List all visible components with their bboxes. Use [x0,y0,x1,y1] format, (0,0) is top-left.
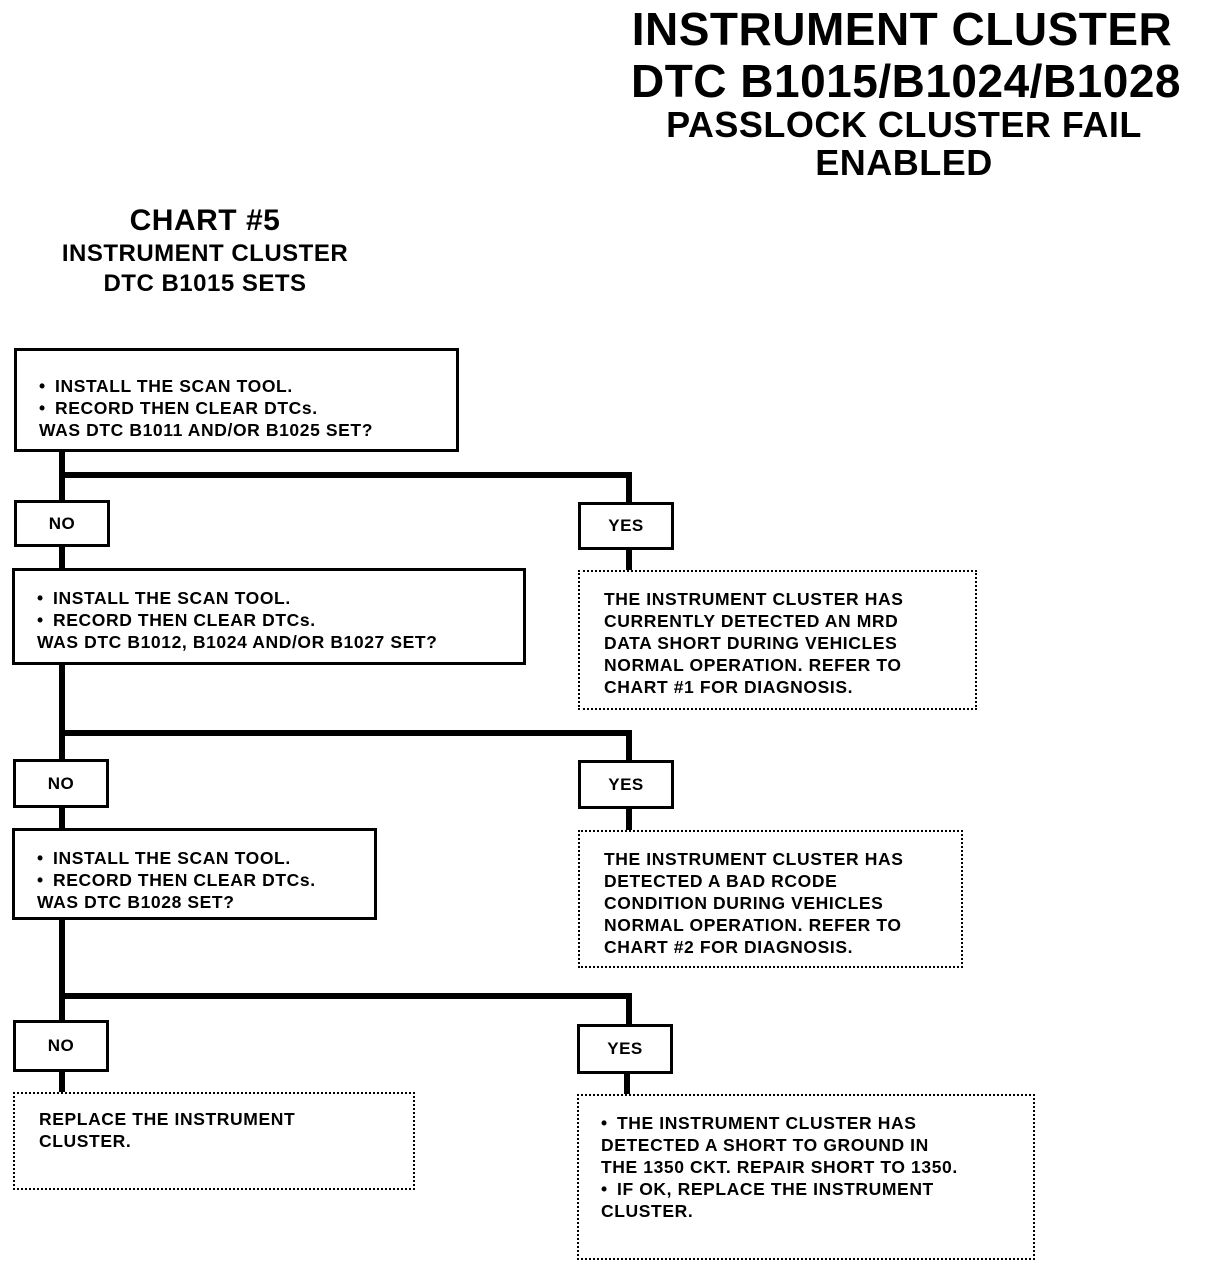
header-title-line2: DTC B1015/B1024/B1028 [630,55,1182,107]
connector-line [626,472,632,502]
result3-bullet1-line: THE INSTRUMENT CLUSTER HAS [617,1113,917,1133]
result2-line: CONDITION DURING VEHICLES [604,893,884,913]
connector-line [59,472,632,478]
no-label-3: NO [13,1020,109,1072]
connector-line [626,730,632,760]
connector-line [59,730,632,736]
result3-bullet1-line: THE 1350 CKT. REPAIR SHORT TO 1350. [601,1157,958,1177]
no-label-2: NO [13,759,109,808]
header-subtitle-line4: ENABLED [815,142,993,183]
chart-subtitle-2: DTC B1015 SETS [103,270,307,297]
final-no-box: REPLACE THE INSTRUMENT CLUSTER. [13,1092,415,1190]
result3-box: •THE INSTRUMENT CLUSTER HAS DETECTED A S… [577,1094,1035,1260]
step2-bullet1: INSTALL THE SCAN TOOL. [53,588,291,608]
connector-line [626,808,632,832]
step3-bullet1: INSTALL THE SCAN TOOL. [53,848,291,868]
connector-line [626,993,632,1025]
result1-line: NORMAL OPERATION. REFER TO [604,655,902,675]
result3-bullet2-line: IF OK, REPLACE THE INSTRUMENT [617,1179,934,1199]
header-title-line1: INSTRUMENT CLUSTER [631,3,1173,55]
connector-line [59,806,65,830]
connector-line [59,664,65,760]
connector-line [624,1072,630,1096]
yes-label-3: YES [577,1024,673,1074]
result1-line: CURRENTLY DETECTED AN MRD [604,611,899,631]
step1-bullet1: INSTALL THE SCAN TOOL. [55,376,293,396]
yes-label-2: YES [578,760,674,809]
step3-bullet2: RECORD THEN CLEAR DTCs. [53,870,316,890]
result2-box: THE INSTRUMENT CLUSTER HAS DETECTED A BA… [578,830,963,968]
final-no-line: REPLACE THE INSTRUMENT [39,1109,296,1129]
step1-question: WAS DTC B1011 AND/OR B1025 SET? [39,420,374,440]
result1-line: CHART #1 FOR DIAGNOSIS. [604,677,854,697]
step1-question-box: •INSTALL THE SCAN TOOL. •RECORD THEN CLE… [14,348,459,452]
result1-line: THE INSTRUMENT CLUSTER HAS [604,589,904,609]
result2-line: THE INSTRUMENT CLUSTER HAS [604,849,904,869]
connector-line [59,918,65,1022]
connector-line [59,1070,65,1094]
step3-question-box: •INSTALL THE SCAN TOOL. •RECORD THEN CLE… [12,828,377,920]
result1-line: DATA SHORT DURING VEHICLES [604,633,898,653]
connector-line [626,548,632,572]
step2-question: WAS DTC B1012, B1024 AND/OR B1027 SET? [37,632,438,652]
result3-bullet2-line: CLUSTER. [601,1201,694,1221]
result1-box: THE INSTRUMENT CLUSTER HAS CURRENTLY DET… [578,570,977,710]
connector-line [59,545,65,569]
step2-bullet2: RECORD THEN CLEAR DTCs. [53,610,316,630]
chart-title: CHART #5 [129,204,281,237]
chart-subtitle-1: INSTRUMENT CLUSTER [61,240,349,267]
step3-question: WAS DTC B1028 SET? [37,892,235,912]
result2-line: CHART #2 FOR DIAGNOSIS. [604,937,854,957]
final-no-line: CLUSTER. [39,1131,132,1151]
connector-line [59,993,632,999]
header-subtitle-line3: PASSLOCK CLUSTER FAIL [666,104,1142,145]
no-label-1: NO [14,500,110,547]
result3-bullet1-line: DETECTED A SHORT TO GROUND IN [601,1135,929,1155]
result2-line: NORMAL OPERATION. REFER TO [604,915,902,935]
result2-line: DETECTED A BAD RCODE [604,871,838,891]
step2-question-box: •INSTALL THE SCAN TOOL. •RECORD THEN CLE… [12,568,526,665]
step1-bullet2: RECORD THEN CLEAR DTCs. [55,398,318,418]
yes-label-1: YES [578,502,674,550]
